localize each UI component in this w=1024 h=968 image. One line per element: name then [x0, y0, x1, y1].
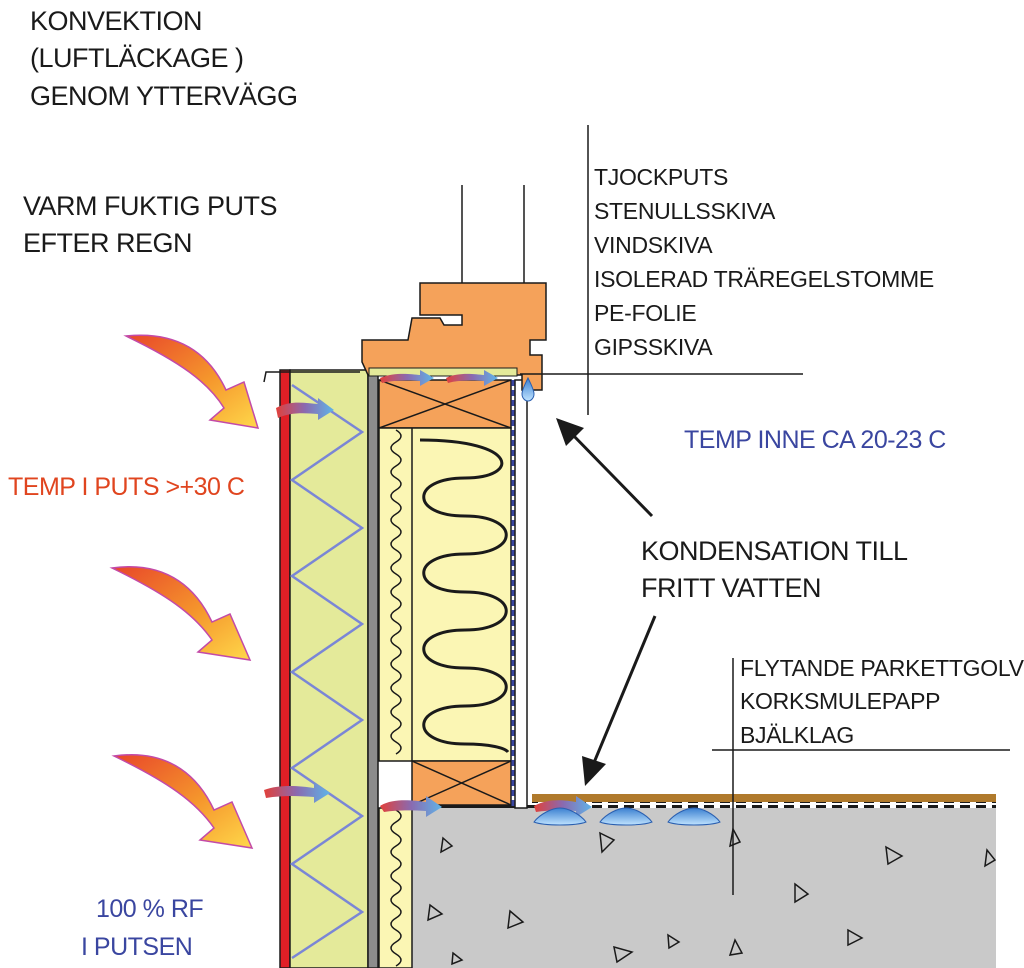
render-red-layer — [279, 369, 291, 968]
rain-note-line-2: EFTER REGN — [23, 228, 193, 258]
sill-flashing — [263, 371, 360, 383]
heat-arrow-top — [123, 334, 260, 429]
wall-layer-4: ISOLERAD TRÄREGELSTOMME — [594, 266, 934, 292]
temp-inside-label: TEMP INNE CA 20-23 C — [684, 426, 946, 454]
floor-layer-1: FLYTANDE PARKETTGOLV — [740, 655, 1024, 681]
heat-arrow-middle — [109, 566, 252, 661]
wall-layer-6: GIPSSKIVA — [594, 334, 713, 360]
condensation-line-2: FRITT VATTEN — [641, 573, 822, 603]
temp-outside-label: TEMP I PUTS >+30 C — [8, 473, 245, 501]
wall-layer-5: PE-FOLIE — [594, 300, 697, 326]
fine-insulation-wave — [390, 429, 402, 755]
pointer-arrow-lower — [582, 615, 657, 786]
stone-wool-zigzag — [289, 383, 365, 960]
parquet-floor — [532, 794, 996, 802]
wall-layer-1: TJOCKPUTS — [594, 164, 729, 190]
heat-arrow-bottom — [111, 754, 254, 849]
stone-wool-board — [289, 369, 369, 968]
humidity-line-1: 100 % RF — [96, 895, 204, 923]
water-drop — [521, 376, 535, 402]
wind-board — [367, 369, 379, 968]
condensation-line-1: KONDENSATION TILL — [641, 536, 908, 566]
condensation-puddles — [533, 807, 721, 826]
wall-layer-2: STENULLSSKIVA — [594, 198, 776, 224]
sill-strip — [368, 367, 518, 377]
pointer-arrow-upper — [556, 418, 654, 518]
concrete-slab — [412, 808, 996, 968]
air-leak-arrows — [264, 370, 592, 817]
floor-layer-3: BJÄLKLAG — [740, 722, 854, 748]
lower-insulation — [378, 807, 413, 968]
title-line-1: KONVEKTION — [30, 6, 203, 36]
title-line-2: (LUFTLÄCKAGE ) — [30, 43, 244, 73]
aggregate-triangles — [427, 826, 997, 966]
title-line-3: GENOM YTTERVÄGG — [30, 81, 298, 111]
rain-note-line-1: VARM FUKTIG PUTS — [23, 191, 278, 221]
cork-paper — [532, 802, 996, 808]
wall-layer-3: VINDSKIVA — [594, 232, 713, 258]
floor-layer-2: KORKSMULEPAPP — [740, 688, 941, 714]
coarse-insulation-wave — [419, 438, 510, 754]
gypsum-board — [514, 379, 528, 809]
humidity-line-2: I PUTSEN — [81, 933, 193, 961]
window-frame — [361, 282, 547, 391]
